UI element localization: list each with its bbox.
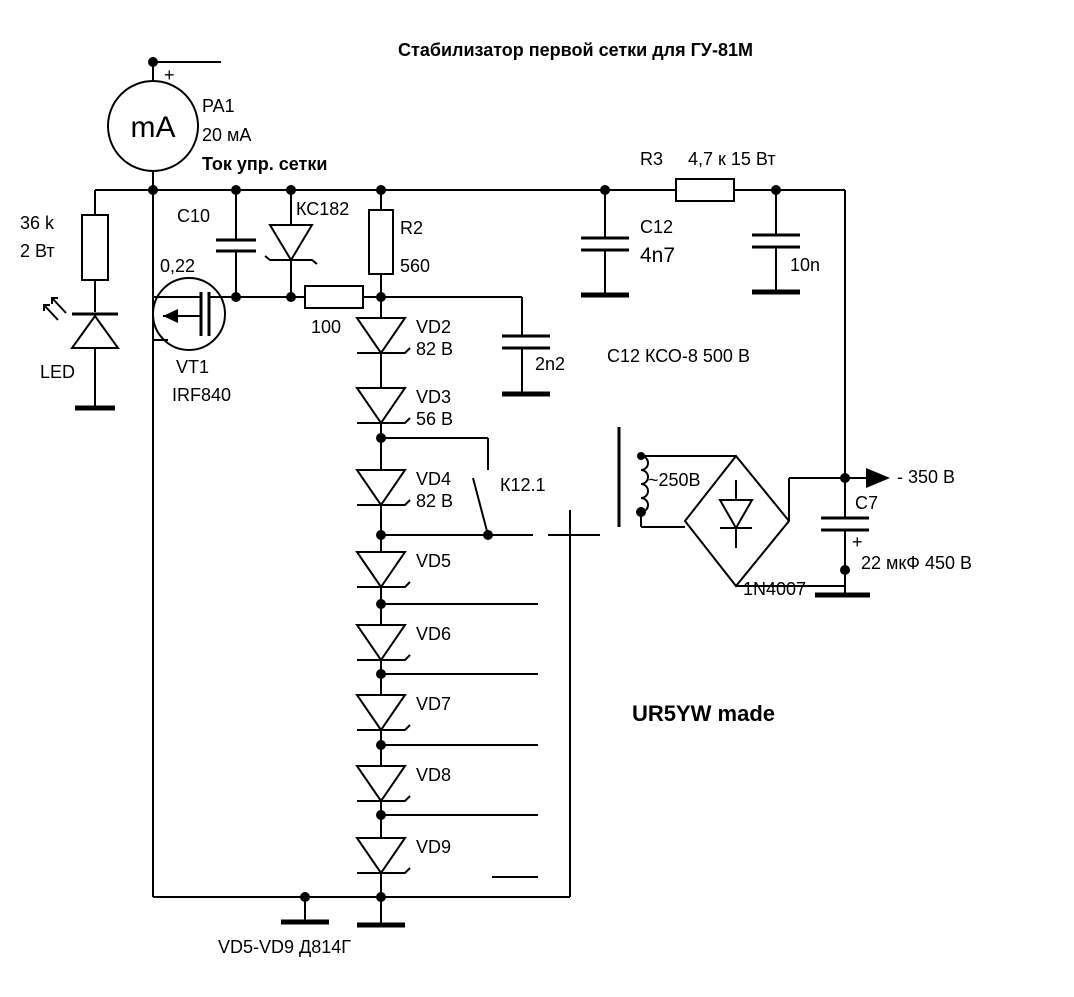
- zener-ref-label: VD3: [416, 387, 451, 407]
- zener-ref-label: VD9: [416, 837, 451, 857]
- footnote-label: VD5-VD9 Д814Г: [218, 937, 351, 957]
- led-diode: [43, 297, 120, 411]
- zener-ref-label: VD4: [416, 469, 451, 489]
- author-label: UR5YW made: [632, 701, 775, 726]
- bridge-label: 1N4007: [743, 579, 806, 599]
- zener-voltage-label: 56 В: [416, 409, 453, 429]
- capacitor-c12: [581, 190, 629, 298]
- resistor-r2: [368, 190, 394, 318]
- r2-value: 560: [400, 256, 430, 276]
- c7-value: 22 мкФ 450 В: [861, 553, 972, 573]
- transformer: [617, 427, 736, 528]
- zener-voltage-label: 82 В: [416, 491, 453, 511]
- c7-plus: +: [852, 532, 863, 552]
- zener-vd5: VD5: [355, 551, 451, 589]
- meter-value: 20 мА: [202, 125, 251, 145]
- vt1-ref: VT1: [176, 357, 209, 377]
- c12-value: 4n7: [640, 244, 675, 267]
- r36k-value: 36 k: [20, 213, 55, 233]
- c10-value: 0,22: [160, 256, 195, 276]
- capacitor-10n: [752, 190, 800, 295]
- meter-pa1: mA +: [107, 57, 221, 190]
- transformer-label: ~250В: [648, 470, 701, 490]
- capacitor-c7: [815, 478, 870, 598]
- output-arrow: [866, 468, 890, 488]
- c10n-label: 10n: [790, 255, 820, 275]
- c7-ref: C7: [855, 493, 878, 513]
- capacitor-2n2: [502, 297, 550, 397]
- zener-ref-label: VD6: [416, 624, 451, 644]
- switch-taps: [381, 603, 538, 878]
- relay-label: К12.1: [500, 475, 546, 495]
- r36k-power: 2 Вт: [20, 241, 55, 261]
- r3-ref: R3: [640, 149, 663, 169]
- kc182-label: КС182: [296, 199, 349, 219]
- resistor-r3: [675, 178, 735, 202]
- c10-ref: C10: [177, 206, 210, 226]
- led-label: LED: [40, 362, 75, 382]
- zener-ref-label: VD8: [416, 765, 451, 785]
- zener-vd8: VD8: [355, 765, 451, 803]
- zener-vd7: VD7: [355, 694, 451, 732]
- diagram-title: Стабилизатор первой сетки для ГУ-81М: [398, 40, 753, 60]
- r100-label: 100: [311, 317, 341, 337]
- c2n2-label: 2n2: [535, 354, 565, 374]
- relay-k12-1: [381, 437, 600, 897]
- resistor-100: [304, 285, 522, 309]
- resistor-36k: [81, 190, 109, 312]
- output-label: - 350 В: [897, 467, 955, 487]
- zener-ref-label: VD5: [416, 551, 451, 571]
- meter-plus: +: [164, 65, 175, 85]
- zener-ref-label: VD2: [416, 317, 451, 337]
- zener-ref-label: VD7: [416, 694, 451, 714]
- zener-voltage-label: 82 В: [416, 339, 453, 359]
- meter-symbol: mA: [131, 111, 176, 144]
- c12-ref: C12: [640, 217, 673, 237]
- vt1-type: IRF840: [172, 385, 231, 405]
- meter-ref: PA1: [202, 96, 235, 116]
- zener-kc182: [264, 190, 318, 297]
- bridge-rectifier: [683, 454, 845, 588]
- zener-vd6: VD6: [355, 624, 451, 662]
- meter-desc: Ток упр. сетки: [202, 154, 327, 174]
- r2-ref: R2: [400, 218, 423, 238]
- r3-value: 4,7 к 15 Вт: [688, 149, 776, 169]
- c12-note: С12 КСО-8 500 В: [607, 346, 750, 366]
- zener-vd9: VD9: [355, 837, 451, 875]
- capacitor-c10: [216, 190, 256, 297]
- mosfet-vt1: [152, 190, 236, 897]
